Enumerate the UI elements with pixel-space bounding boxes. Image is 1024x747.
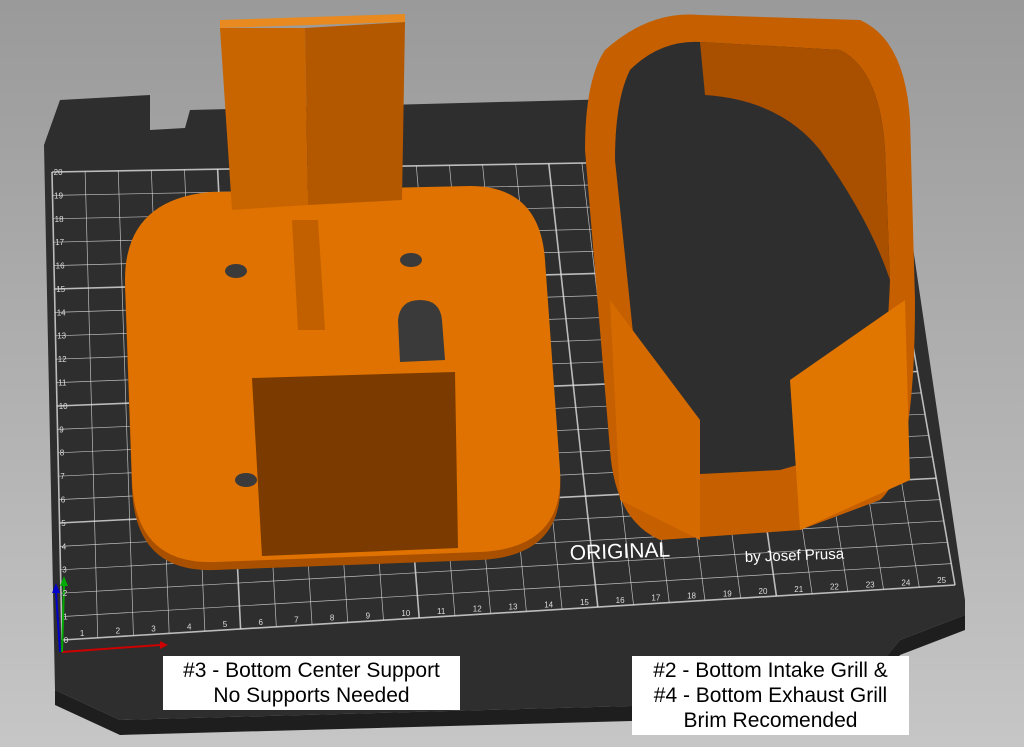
x-tick-label: 4 <box>187 622 192 631</box>
x-tick-label: 13 <box>509 603 518 612</box>
x-tick-label: 3 <box>151 625 156 634</box>
y-tick-label: 13 <box>57 332 66 341</box>
y-tick-label: 12 <box>58 355 67 364</box>
y-tick-label: 16 <box>56 262 65 271</box>
y-tick-label: 15 <box>56 285 65 294</box>
bed-logo-subtext: by Josef Prusa <box>745 546 845 566</box>
x-tick-label: 23 <box>866 581 875 590</box>
x-tick-label: 22 <box>830 583 839 592</box>
x-tick-label: 11 <box>437 607 446 616</box>
x-tick-label: 24 <box>901 578 910 587</box>
label-line: #2 - Bottom Intake Grill & <box>653 659 888 682</box>
x-tick-label: 14 <box>544 600 553 609</box>
x-tick-label: 16 <box>616 596 625 605</box>
grid-line-y <box>61 584 956 641</box>
label-center-support: #3 - Bottom Center Support No Supports N… <box>163 656 460 710</box>
x-tick-label: 17 <box>651 594 660 603</box>
y-tick-label: 19 <box>54 191 63 200</box>
y-tick-label: 20 <box>54 168 63 177</box>
label-line: No Supports Needed <box>213 684 410 707</box>
x-tick-label: 18 <box>687 592 696 601</box>
x-tick-label: 19 <box>723 589 732 598</box>
model-bottom-center-support[interactable] <box>125 14 561 571</box>
y-tick-label: 0 <box>64 636 69 645</box>
y-tick-label: 7 <box>60 472 65 481</box>
y-tick-label: 5 <box>61 519 66 528</box>
label-line: #3 - Bottom Center Support <box>183 659 440 682</box>
x-tick-label: 7 <box>294 616 299 625</box>
label-line: #4 - Bottom Exhaust Grill <box>653 684 888 707</box>
x-tick-label: 8 <box>330 614 335 623</box>
x-tick-label: 9 <box>366 611 371 620</box>
label-line: Brim Recomended <box>683 709 858 732</box>
y-tick-label: 14 <box>57 308 66 317</box>
label-grills: #2 - Bottom Intake Grill & #4 - Bottom E… <box>632 656 909 735</box>
x-tick-label: 2 <box>116 627 121 636</box>
grid-line-y <box>60 541 948 594</box>
x-tick-label: 25 <box>937 576 946 585</box>
axis-gizmo <box>52 576 168 653</box>
y-tick-label: 6 <box>61 496 66 505</box>
bed-logo-text: ORIGINAL <box>569 539 670 565</box>
x-tick-label: 6 <box>258 618 263 627</box>
x-tick-label: 15 <box>580 598 589 607</box>
x-tick-label: 1 <box>80 629 85 638</box>
y-tick-label: 2 <box>63 589 68 598</box>
y-tick-label: 1 <box>63 612 68 621</box>
model-bottom-grills[interactable] <box>585 14 915 540</box>
x-tick-label: 21 <box>794 585 803 594</box>
y-tick-label: 4 <box>62 542 67 551</box>
x-tick-label: 12 <box>473 605 482 614</box>
x-tick-label: 5 <box>223 620 228 629</box>
y-tick-label: 17 <box>55 238 64 247</box>
y-tick-label: 18 <box>55 215 64 224</box>
y-tick-label: 11 <box>58 379 67 388</box>
y-tick-label: 9 <box>59 425 64 434</box>
grid-line-y <box>61 563 952 617</box>
y-tick-label: 3 <box>62 566 67 575</box>
y-tick-label: 10 <box>59 402 68 411</box>
x-tick-label: 20 <box>759 587 768 596</box>
x-tick-label: 10 <box>401 609 410 618</box>
y-tick-label: 8 <box>60 449 65 458</box>
